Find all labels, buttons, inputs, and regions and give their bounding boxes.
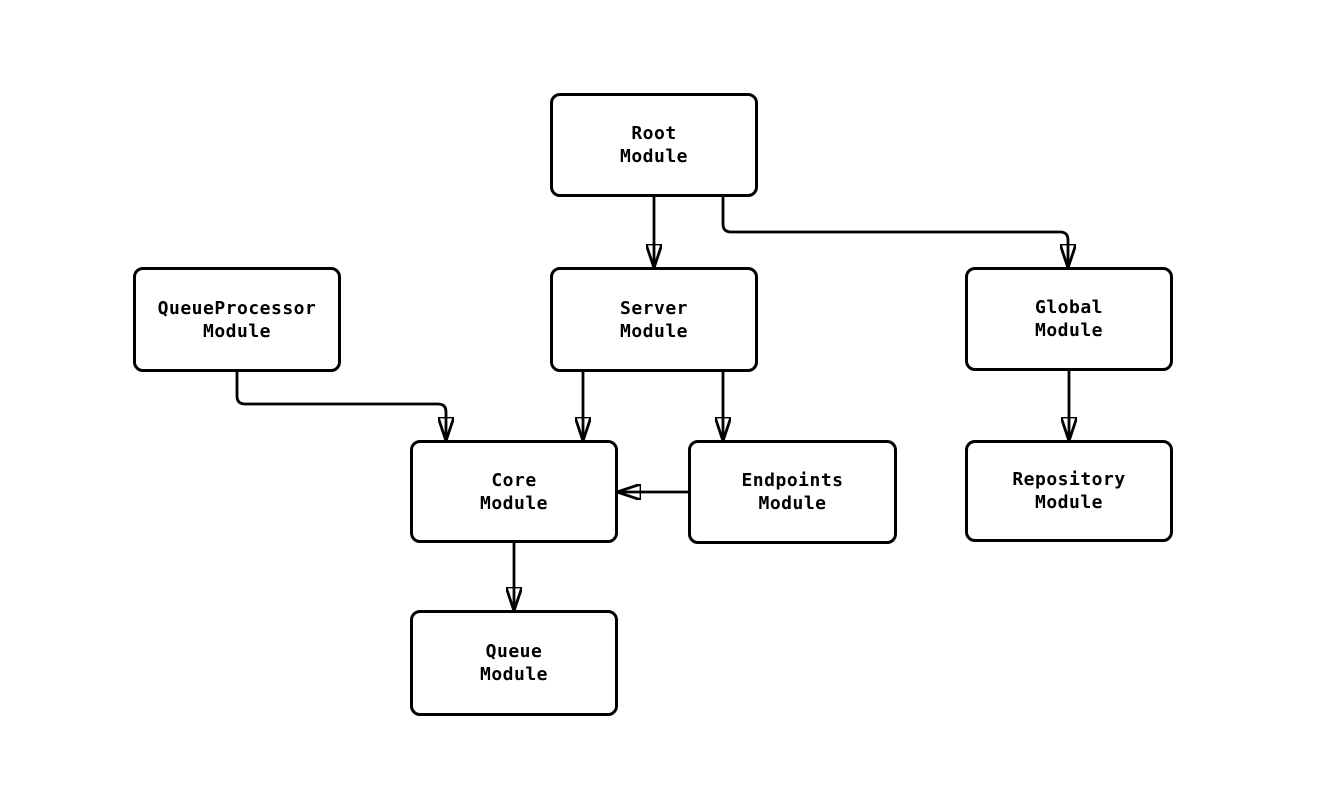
node-label: QueueProcessor: [157, 297, 317, 319]
node-server-module: Server Module: [550, 267, 758, 372]
node-core-module: Core Module: [410, 440, 618, 543]
node-label: Endpoints: [741, 470, 844, 491]
node-label: Global: [1034, 297, 1104, 318]
node-label: Core: [491, 469, 537, 491]
node-label: Module: [619, 320, 689, 342]
node-label: Server: [619, 297, 689, 319]
node-repository-module: Repository Module: [965, 440, 1173, 542]
edge-queueprocessor-module-to-core-module: [235, 372, 446, 440]
node-endpoints-module: Endpoints Module: [688, 440, 897, 544]
node-label: Module: [1034, 320, 1104, 341]
node-label: Module: [619, 146, 689, 167]
node-queueprocessor-module: QueueProcessor Module: [133, 267, 341, 372]
node-label: Module: [1034, 492, 1104, 513]
node-global-module: Global Module: [965, 267, 1173, 371]
node-queue-module: Queue Module: [410, 610, 618, 716]
node-label: Queue: [485, 641, 543, 662]
node-label: Root: [631, 123, 677, 144]
node-root-module: Root Module: [550, 93, 758, 197]
node-label: Module: [758, 493, 827, 514]
node-label: Module: [479, 492, 549, 514]
edge-root-module-to-global-module: [721, 197, 1068, 267]
node-label: Repository: [1012, 469, 1126, 490]
node-label: Module: [202, 320, 272, 342]
node-label: Module: [479, 664, 549, 685]
